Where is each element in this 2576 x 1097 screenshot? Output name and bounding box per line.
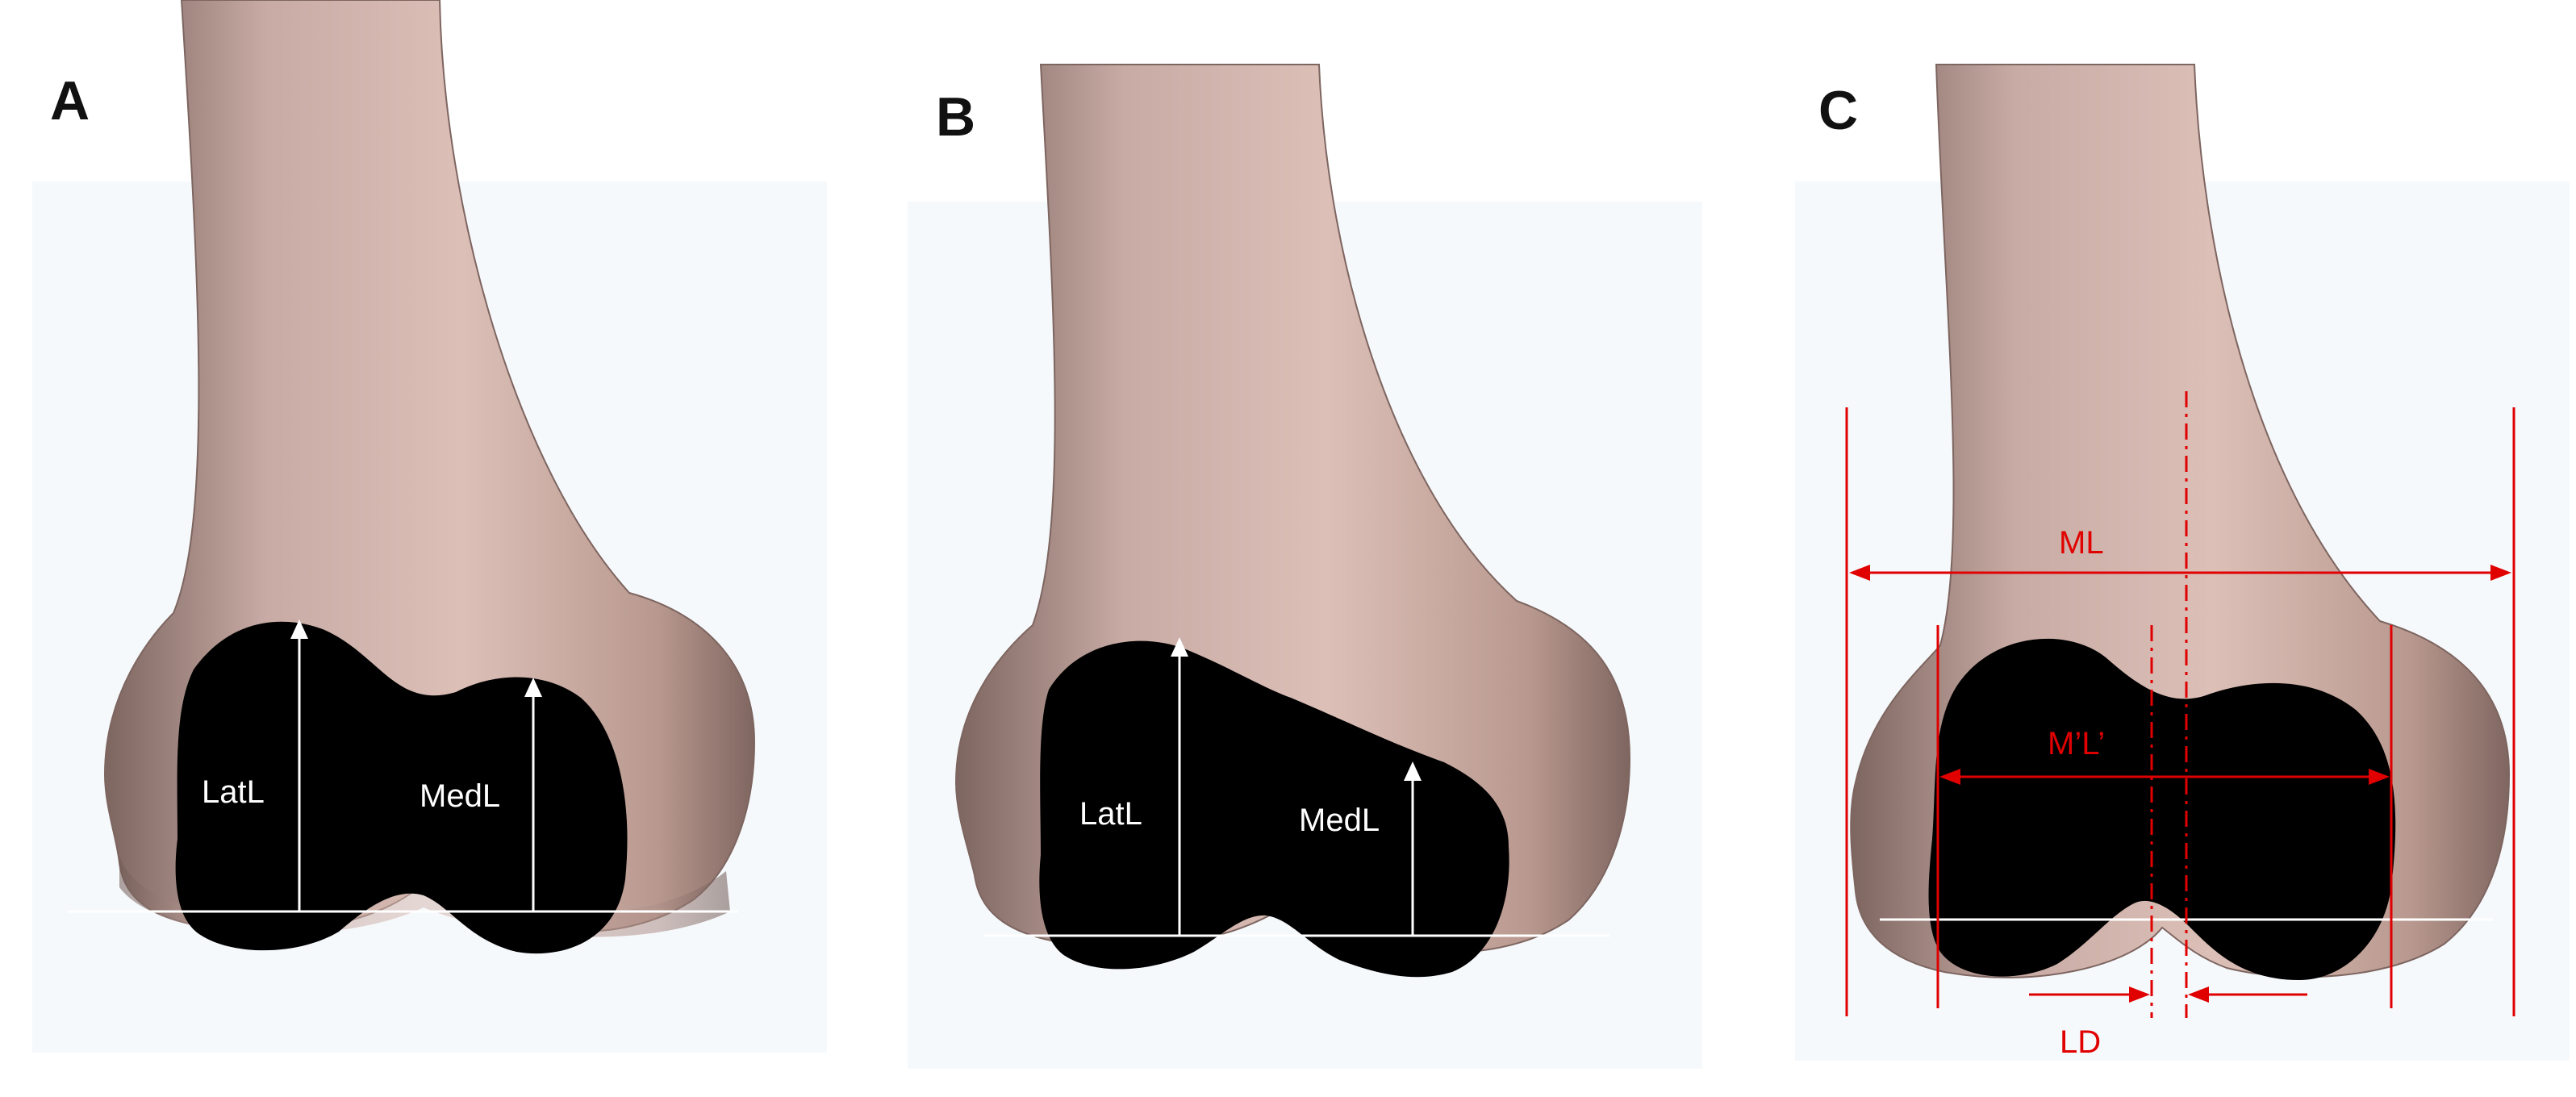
panel-c-ml-arrowhead-left [1849, 565, 1870, 581]
panel-a-medl-label: MedL [420, 778, 500, 814]
panel-b-medial-arrowhead [1404, 761, 1422, 781]
panel-c-ml-label: ML [2059, 525, 2104, 561]
panel-b-femur: LatL MedL [954, 64, 1631, 978]
panel-a-lateral-arrowhead [290, 619, 308, 639]
panel-b-medl-label: MedL [1299, 803, 1380, 838]
panel-a-femur: LatL MedL [69, 0, 756, 954]
panel-c-ld-right-arrowhead [2188, 986, 2209, 1003]
panel-b-latl-label: LatL [1079, 796, 1142, 832]
panel-c-ld-label: LD [2060, 1024, 2101, 1060]
panel-a-letter: A [50, 70, 90, 131]
panel-c-letter: C [1818, 80, 1858, 141]
panel-a-medial-arrowhead [524, 678, 542, 697]
panel-b-lateral-arrowhead [1171, 637, 1188, 657]
panel-a-notch-black [175, 621, 628, 954]
panel-b: B LatL MedL [936, 64, 1631, 978]
panel-c-ld-left-arrowhead [2129, 986, 2150, 1003]
panel-c-mprime-arrowhead-left [1939, 769, 1960, 785]
panel-c-femur: ML M’L’ LD [1845, 64, 2515, 1060]
panel-c-ml-arrowhead-right [2490, 565, 2511, 581]
panel-a-latl-label: LatL [202, 774, 265, 810]
panel-c-mprime-arrowhead-right [2369, 769, 2390, 785]
panel-a: A LatL MedL [50, 0, 756, 954]
panel-b-notch-black [1039, 640, 1509, 978]
panel-c-mprime-label: M’L’ [2048, 726, 2105, 761]
panel-c: C ML M’L’ LD [1818, 64, 2515, 1060]
panel-c-notch-black [1928, 638, 2396, 980]
panel-b-letter: B [936, 86, 975, 148]
